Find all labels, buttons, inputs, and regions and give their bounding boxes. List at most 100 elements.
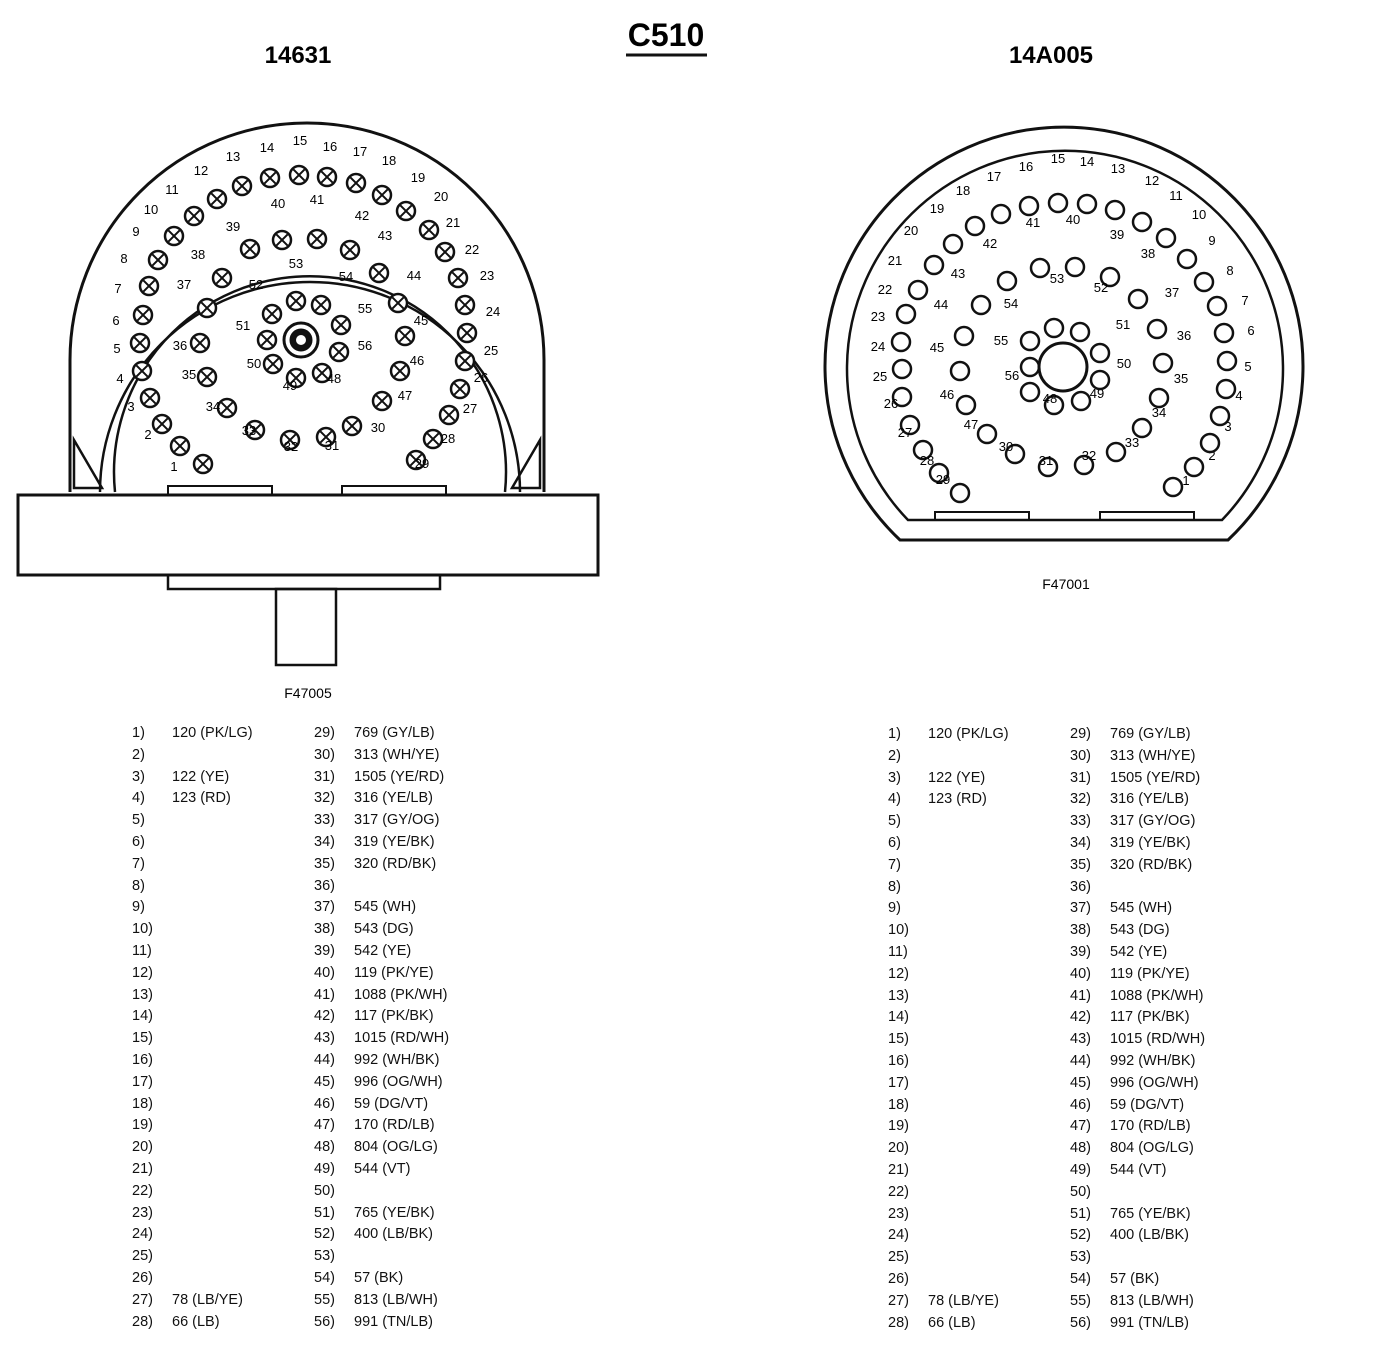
left-pin-number-label: 13 — [226, 149, 240, 164]
left-pin-15: 15 — [288, 133, 310, 186]
left-connector-inner-ring-2 — [112, 275, 508, 493]
pinout-pin-number: 6) — [132, 834, 145, 850]
pinout-wire-circuit: 545 (WH) — [1110, 900, 1173, 917]
pinout-wire-circuit: 813 (LB/WH) — [354, 1291, 438, 1308]
right-pinout-row: 5) — [888, 810, 928, 832]
left-center-pin-hole — [296, 335, 306, 345]
right-pin-7: 7 — [1213, 293, 1249, 344]
left-pinout-row: 51)765 (YE/BK) — [314, 1202, 435, 1224]
left-pin-2: 2 — [144, 427, 191, 457]
pinout-wire-circuit: 1015 (RD/WH) — [354, 1030, 450, 1047]
left-pin-56: 56 — [328, 338, 372, 363]
pinout-pin-number: 6) — [888, 835, 901, 851]
left-pin-cross-mark — [196, 457, 210, 471]
pinout-pin-number: 19) — [132, 1117, 153, 1134]
right-pin-socket-icon — [976, 423, 998, 445]
left-pin-cross-mark — [398, 329, 412, 343]
left-pin-number-label: 45 — [414, 313, 428, 328]
left-part-number: 14631 — [265, 42, 332, 69]
pinout-wire-circuit: 544 (VT) — [354, 1161, 411, 1177]
pinout-pin-number: 37) — [314, 899, 335, 916]
pinout-wire-circuit: 320 (RD/BK) — [1110, 856, 1193, 873]
left-pin-cross-mark — [319, 430, 333, 444]
right-pin-22: 22 — [878, 282, 917, 325]
right-pin-18: 18 — [956, 183, 986, 237]
right-pinout-row: 48) 804 (OG/LG) — [1070, 1137, 1194, 1159]
pinout-wire-circuit: 991 (TN/LB) — [1110, 1314, 1189, 1331]
right-pin-number-label: 14 — [1080, 154, 1094, 169]
pinout-pin-number: 14) — [888, 1009, 909, 1026]
pinout-wire-circuit: 804 (OG/LG) — [1110, 1140, 1194, 1157]
pinout-pin-number: 28) — [888, 1314, 909, 1331]
pinout-pin-number: 47) — [314, 1117, 335, 1134]
left-pin-cross-mark — [438, 245, 452, 259]
pinout-pin-number: 31) — [1070, 769, 1091, 786]
left-connector-lower-lip — [166, 573, 442, 591]
pinout-pin-number: 48) — [1070, 1140, 1091, 1157]
pinout-wire-circuit: 313 (WH/YE) — [354, 746, 440, 763]
pinout-wire-circuit: 313 (WH/YE) — [1110, 747, 1196, 764]
pinout-wire-circuit: 813 (LB/WH) — [1110, 1292, 1194, 1309]
left-pin-cross-mark — [334, 318, 348, 332]
left-pin-51: 51 — [236, 318, 278, 351]
pinout-pin-number: 35) — [314, 855, 335, 872]
right-pin-socket-icon — [942, 233, 964, 255]
pinout-pin-number: 18) — [132, 1095, 153, 1112]
left-pin-number-label: 2 — [144, 427, 151, 442]
left-pin-number-label: 49 — [283, 378, 297, 393]
pinout-pin-number: 38) — [1070, 922, 1091, 939]
right-pin-number-label: 44 — [934, 297, 948, 312]
diagram-title: C510 — [628, 17, 705, 53]
left-pinout-row: 13) — [132, 984, 172, 1006]
right-pin-number-label: 45 — [930, 340, 944, 355]
left-pin-number-label: 1 — [170, 459, 177, 474]
right-pin-socket-icon — [1152, 352, 1174, 374]
left-pin-number-label: 36 — [173, 338, 187, 353]
right-key-tab-left — [934, 511, 1030, 521]
pinout-pin-number: 45) — [314, 1073, 335, 1090]
left-pin-cross-mark — [200, 370, 214, 384]
left-pinout-row: 41)1088 (PK/WH) — [314, 984, 447, 1006]
left-pinout-row: 56)991 (TN/LB) — [314, 1311, 433, 1333]
left-pin-number-label: 10 — [144, 202, 158, 217]
right-pin-25: 25 — [873, 369, 913, 408]
left-pin-number-label: 44 — [407, 268, 421, 283]
right-pin-number-label: 50 — [1117, 356, 1131, 371]
pinout-wire-circuit: 1088 (PK/WH) — [354, 986, 448, 1003]
pinout-pin-number: 33) — [1070, 813, 1091, 830]
pinout-pin-number: 10) — [132, 921, 153, 938]
left-pin-cross-mark — [215, 271, 229, 285]
left-pin-number-label: 43 — [378, 228, 392, 243]
right-pin-44: 44 — [934, 297, 975, 347]
left-pin-cross-mark — [345, 419, 359, 433]
pinout-pin-number: 53) — [1070, 1249, 1091, 1266]
right-pin-socket-icon — [953, 325, 975, 347]
left-pinout-row: 52)400 (LB/BK) — [314, 1223, 433, 1245]
right-pin-number-label: 30 — [999, 439, 1013, 454]
left-pin-cross-mark — [458, 298, 472, 312]
right-pin-13: 13 — [1104, 161, 1126, 221]
left-pin-number-label: 47 — [398, 388, 412, 403]
pinout-pin-number: 11) — [888, 944, 908, 960]
left-pinout-row: 9) — [132, 896, 172, 918]
left-center-pin-icon — [282, 321, 320, 359]
pinout-pin-number: 2) — [888, 747, 901, 764]
right-pin-number-label: 6 — [1247, 323, 1254, 338]
left-pin-cross-mark — [151, 253, 165, 267]
left-pin-number-label: 40 — [271, 196, 285, 211]
pinout-pin-number: 51) — [314, 1204, 335, 1221]
pinout-wire-circuit: 996 (OG/WH) — [1110, 1074, 1199, 1091]
right-pinout-row: 38)543 (DG) — [1070, 919, 1170, 941]
right-pin-socket-icon — [928, 462, 950, 484]
left-pin-number-label: 12 — [194, 163, 208, 178]
left-pinout-row: 55)813 (LB/WH) — [314, 1289, 438, 1311]
right-pin-number-label: 40 — [1066, 212, 1080, 227]
pinout-wire-circuit: 1505 (YE/RD) — [354, 768, 445, 785]
pinout-pin-number: 18) — [888, 1096, 909, 1113]
left-pin-cross-mark — [453, 382, 467, 396]
right-pin-socket-icon — [891, 358, 913, 380]
left-connector — [16, 121, 600, 667]
left-pin-3: 3 — [127, 399, 173, 435]
left-pin-cross-mark — [243, 242, 257, 256]
